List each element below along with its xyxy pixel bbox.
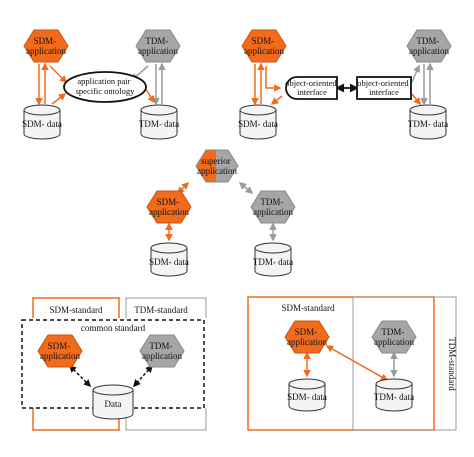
arrow-sdm-app-to-ontology bbox=[49, 65, 68, 84]
common-standard-label: common standard bbox=[81, 323, 146, 333]
tdm-application-label: TDM- application bbox=[253, 197, 293, 217]
arrow-interface-to-sdm-data bbox=[270, 95, 283, 105]
superior-application-hexagon bbox=[195, 149, 239, 183]
sdm-data-cylinder: SDM- data bbox=[149, 242, 189, 277]
sdm-data-label: SDM- data bbox=[287, 392, 327, 402]
arrow-superior-to-tdm-app bbox=[238, 182, 254, 194]
arrow-sdm-app-to-tdm-data bbox=[325, 345, 389, 381]
tdm-interface-label: object-oriented interface bbox=[357, 78, 411, 97]
sdm-application-hexagon bbox=[241, 29, 287, 63]
tdm-data-cylinder: TDM- data bbox=[253, 242, 293, 277]
sdm-interface-shape bbox=[285, 76, 338, 100]
sdm-application-label: SDM- application bbox=[244, 36, 284, 56]
tdm-application-label: TDM- application bbox=[142, 341, 182, 361]
sdm-standard-frame bbox=[247, 296, 435, 431]
sdm-application-hexagon bbox=[146, 190, 192, 224]
arrow-interface-to-tdm-app bbox=[411, 64, 421, 83]
tdm-data-cylinder: TDM- data bbox=[139, 104, 179, 140]
sdm-application-label: SDM- application bbox=[26, 36, 66, 56]
tdm-data-label: TDM- data bbox=[253, 257, 293, 267]
superior-application-label: superior application bbox=[197, 156, 237, 176]
sdm-data-cylinder: SDM- data bbox=[238, 104, 278, 140]
panel-common-standard: SDM-standard TDM-standard common standar… bbox=[21, 297, 207, 431]
panel-superior-application: superior application SDM- application TD… bbox=[146, 149, 296, 277]
tdm-data-cylinder: TDM- data bbox=[374, 378, 414, 412]
sdm-application-hexagon bbox=[37, 334, 83, 368]
sdm-interface-label: object-oriented interface bbox=[285, 78, 339, 97]
tdm-data-label: TDM- data bbox=[408, 119, 448, 129]
ontology-label: application pair specific ontology bbox=[76, 76, 136, 96]
tdm-application-label: TDM- application bbox=[138, 36, 178, 56]
tdm-application-hexagon bbox=[250, 190, 296, 224]
tdm-data-label: TDM- data bbox=[139, 119, 179, 129]
tdm-standard-label: TDM-standard bbox=[447, 337, 457, 391]
tdm-data-cylinder: TDM- data bbox=[408, 104, 448, 140]
arrow-ontology-to-tdm-data bbox=[144, 87, 155, 104]
panel-application-pair-ontology: SDM- application TDM- application applic… bbox=[22, 29, 181, 140]
tdm-standard-frame bbox=[353, 296, 457, 431]
sdm-application-hexagon bbox=[23, 29, 69, 63]
sdm-data-label: SDM- data bbox=[149, 257, 189, 267]
tdm-application-label: TDM- application bbox=[374, 327, 414, 347]
sdm-data-label: SDM- data bbox=[22, 119, 62, 129]
sdm-data-label: SDM- data bbox=[238, 119, 278, 129]
arrow-interface-to-tdm-data bbox=[411, 93, 421, 106]
sdm-standard-label: SDM-standard bbox=[282, 303, 335, 313]
sdm-data-cylinder: SDM- data bbox=[287, 378, 327, 412]
data-cylinder: Data bbox=[92, 384, 134, 420]
tdm-application-hexagon bbox=[406, 29, 452, 63]
panel-object-oriented-interfaces: SDM- application TDM- application object… bbox=[238, 29, 452, 140]
sdm-standard-label: SDM-standard bbox=[50, 305, 103, 315]
arrow-tdm-app-to-data-4 bbox=[132, 364, 154, 388]
tdm-application-hexagon bbox=[371, 320, 417, 354]
sdm-application-label: SDM- application bbox=[149, 197, 189, 217]
sdm-application-label: SDM- application bbox=[40, 341, 80, 361]
arrow-sdm-data-to-ontology bbox=[51, 93, 67, 105]
sdm-application-label: SDM- application bbox=[287, 327, 327, 347]
data-label: Data bbox=[105, 399, 122, 409]
panel-separate-standards: SDM-standard TDM-standard SDM- applicati… bbox=[247, 296, 457, 431]
tdm-standard-frame bbox=[125, 297, 207, 431]
tdm-interface-shape bbox=[356, 76, 412, 100]
tdm-application-label: TDM- application bbox=[409, 36, 449, 56]
tdm-application-hexagon bbox=[135, 29, 181, 63]
arrow-sdm-app-to-interface bbox=[265, 66, 282, 92]
tdm-application-hexagon bbox=[139, 334, 185, 368]
tdm-standard-label: TDM-standard bbox=[134, 305, 188, 315]
sdm-data-cylinder: SDM- data bbox=[22, 104, 62, 140]
ontology-ellipse bbox=[63, 71, 147, 103]
arrow-sdm-app-to-data-4 bbox=[68, 364, 92, 388]
sdm-application-hexagon bbox=[284, 320, 330, 354]
tdm-data-label: TDM- data bbox=[374, 392, 414, 402]
